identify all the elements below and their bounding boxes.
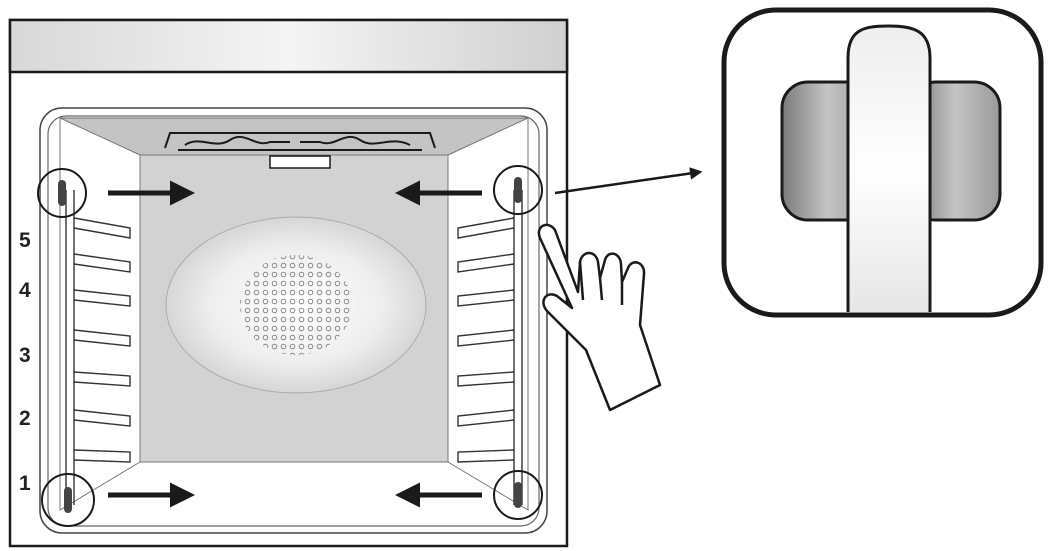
shelf-level-2: 2: [19, 407, 31, 430]
rail-clip-detail-icon: [721, 7, 1044, 318]
left-shelf-rails: [65, 190, 131, 505]
shelf-level-3: 3: [19, 344, 31, 367]
shelf-level-5: 5: [19, 229, 31, 252]
right-shelf-rails: [457, 190, 523, 505]
shelf-level-1: 1: [19, 472, 31, 495]
fan-perforations: [240, 255, 352, 355]
detail-leader-arrow: [554, 167, 703, 195]
control-panel-strip: [8, 18, 569, 74]
oven-interior-icon: 5 4 3 2 1: [8, 18, 569, 548]
top-heating-element: [164, 132, 436, 151]
clip-marker-top-right: [493, 165, 543, 215]
clip-marker-top-left: [37, 168, 87, 218]
shelf-level-4: 4: [19, 279, 31, 302]
clip-strap: [846, 24, 932, 312]
pointing-hand-icon: [537, 223, 662, 412]
clip-marker-bottom-right: [493, 470, 543, 520]
heating-element-bracket: [269, 155, 331, 169]
shelf-level-labels: 5 4 3 2 1: [19, 229, 31, 495]
clip-marker-bottom-left: [41, 473, 95, 527]
push-arrows: [108, 180, 482, 508]
